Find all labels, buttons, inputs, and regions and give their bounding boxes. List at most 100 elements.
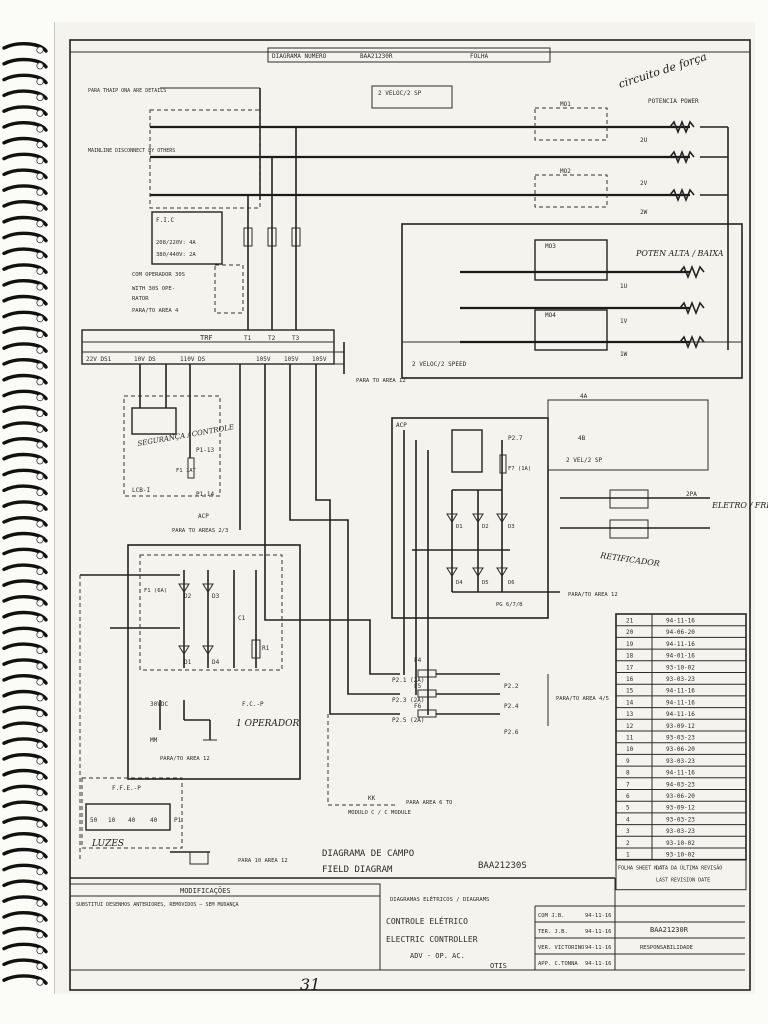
binding-hole — [36, 962, 44, 971]
spiral-coil — [2, 911, 48, 922]
acp-f7: F7 (1A) — [508, 466, 531, 472]
binding-hole — [36, 931, 44, 939]
binding-hole — [36, 836, 44, 844]
binding-hole — [36, 599, 44, 607]
spiral-coil — [2, 231, 48, 243]
binding-hole — [36, 188, 44, 196]
revision-date: 93-06-20 — [666, 793, 695, 800]
binding-hole — [36, 820, 44, 828]
fuse-body-p23 — [417, 689, 437, 698]
ffe-t10: 10 — [108, 817, 116, 824]
spiral-coil — [2, 42, 48, 53]
operator-contact-box — [214, 264, 244, 314]
trf-tap-t1: T1 — [244, 335, 252, 342]
mo3-label: MO3 — [545, 243, 556, 250]
binding-hole — [36, 346, 44, 354]
spiral-coil — [2, 674, 48, 685]
resistor-r1 — [251, 639, 261, 659]
page-number: 31 — [300, 975, 320, 994]
spiral-coil — [2, 263, 48, 274]
route-wire-3 — [289, 364, 400, 695]
ffe-t50: 50 — [90, 817, 98, 824]
revision-sheet-number: 9 — [626, 758, 630, 765]
binding-hole — [36, 251, 44, 259]
spiral-coil — [2, 737, 48, 748]
mo4-label: MO4 — [545, 312, 556, 319]
lcb-fuse — [187, 457, 195, 479]
binding-hole — [36, 283, 44, 291]
rect-d1: D2 — [184, 593, 192, 600]
rect-d4: D1 — [184, 659, 192, 666]
revision-date: 94-11-16 — [666, 641, 695, 648]
spiral-coil — [2, 57, 48, 69]
date-com: 94-11-16 — [585, 913, 612, 919]
binding-hole — [36, 725, 44, 734]
binding-hole — [36, 299, 44, 307]
spiral-coil — [2, 658, 48, 669]
spiral-coil — [2, 579, 48, 590]
ffe-handwritten: LUZES — [91, 839, 124, 849]
binding-hole — [36, 441, 44, 449]
title-en: FIELD DIAGRAM — [322, 865, 393, 875]
acp-d2: D2 — [482, 524, 489, 530]
revision-sheet-number: 5 — [626, 805, 630, 812]
fuse-mark-f5: F5 — [414, 683, 422, 690]
handwritten-retificador: RETIFICADOR — [599, 551, 661, 568]
spiral-coil — [2, 326, 48, 338]
ffe-t40b: 40 — [150, 817, 158, 824]
spiral-coil — [2, 373, 48, 385]
person-ter: TER. J.B. — [538, 929, 568, 935]
revision-sheet-number: 14 — [626, 699, 634, 706]
trf-para-area-12: PARA TO AREA 12 — [356, 378, 406, 384]
revision-sheet-number: 15 — [626, 688, 634, 695]
spiral-coil — [2, 310, 48, 322]
binding-hole — [36, 425, 44, 433]
date-ver: 94-11-16 — [585, 945, 612, 951]
terminal-1w: 1W — [620, 351, 628, 358]
diagram-number: BAA21230R — [360, 53, 393, 60]
acp-diode-d3 — [496, 513, 508, 523]
spiral-coil — [2, 768, 48, 780]
spiral-coil — [2, 136, 48, 148]
spiral-coil — [2, 531, 48, 543]
spiral-coil — [2, 784, 48, 796]
acp-para-area-12: PARA/TO AREA 12 — [568, 592, 618, 598]
revision-sheet-number: 2 — [626, 840, 630, 847]
binding-hole — [36, 630, 44, 639]
spiral-coil — [2, 468, 48, 480]
spiral-coil — [2, 500, 48, 511]
binding-hole — [36, 804, 44, 813]
op-line-2: WITH 30S OPE- — [132, 286, 175, 292]
revision-sheet-number: 19 — [626, 641, 634, 648]
revision-date: 93-09-12 — [666, 805, 695, 812]
ffe-para-area: PARA 10 AREA 12 — [238, 858, 288, 864]
note-mainline: MAINLINE DISCONNECT BY OTHERS — [88, 148, 175, 154]
fuse-p21: P2.1 (2A) — [392, 677, 425, 684]
acp-d5: D5 — [482, 580, 489, 586]
revision-date: 93-09-12 — [666, 723, 695, 730]
resistor-6 — [679, 334, 705, 350]
binding-hole — [36, 488, 44, 496]
fuse-3 — [291, 227, 301, 247]
contactor-mo2 — [534, 174, 608, 208]
trf-out-22v: 22V DS1 — [86, 356, 112, 363]
contact-4b: 4B — [578, 435, 586, 442]
acp-diode-d6 — [496, 567, 508, 577]
binding-hole — [36, 946, 44, 955]
revision-date: 93-06-20 — [666, 746, 695, 753]
binding-hole — [36, 172, 44, 180]
diagramas-label: DIAGRAMAS ELÉTRICOS / DIAGRAMS — [390, 895, 489, 903]
binding-hole — [36, 583, 44, 591]
binding-hole — [36, 536, 44, 544]
trf-out-10v: 10V DS — [134, 356, 156, 363]
route-wire-4 — [315, 364, 400, 715]
spiral-coil — [2, 642, 48, 654]
binding-hole — [36, 852, 44, 860]
module-kk: KK — [368, 795, 376, 802]
binding-hole — [36, 788, 44, 797]
revision-sheet-number: 4 — [626, 816, 630, 823]
mo2-label: MO2 — [560, 168, 571, 175]
revision-sheet-number: 6 — [626, 793, 630, 800]
